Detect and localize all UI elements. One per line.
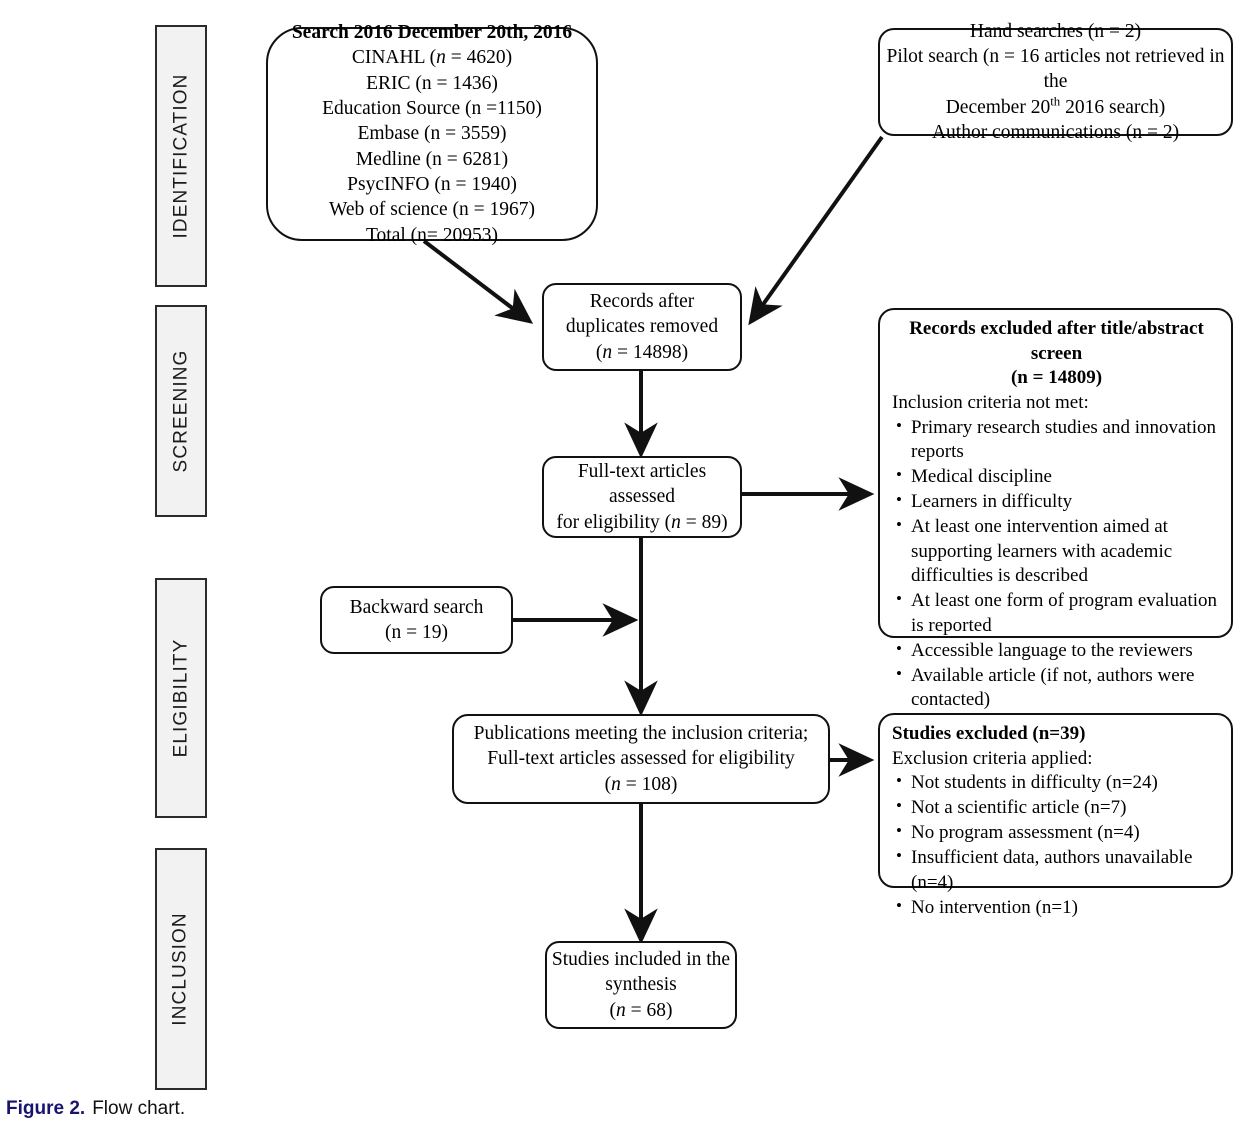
stage-label-inclusion: INCLUSION (170, 912, 191, 1026)
list-item: Learners in difficulty (892, 489, 1221, 515)
node-studies-included: Studies included in the synthesis (n = 6… (545, 941, 737, 1029)
edge-search-to-duplicates (422, 239, 534, 324)
publications-count: (n = 108) (604, 773, 678, 795)
stage-bar-inclusion: INCLUSION (155, 848, 207, 1090)
node-fulltext-assessed: Full-text articles assessed for eligibil… (542, 456, 742, 538)
publications-line-1: Publications meeting the inclusion crite… (473, 722, 809, 744)
search-line-cinahl: CINAHL (n = 4620) (351, 47, 513, 69)
stage-bar-screening: SCREENING (155, 305, 207, 517)
studies-excluded-title: Studies excluded (n=39) (892, 723, 1086, 744)
list-item: At least one form of program evaluation … (892, 588, 1221, 638)
backward-line-1: Backward search (349, 596, 484, 618)
additional-line-hand-searches: Hand searches (n = 2) (969, 20, 1142, 42)
records-excluded-title-2: (n = 14809) (1010, 367, 1103, 389)
node-backward-search: Backward search (n = 19) (320, 586, 513, 654)
list-item: Not a scientific article (n=7) (892, 795, 1221, 821)
studies-excluded-criteria-list: Not students in difficulty (n=24) Not a … (892, 770, 1221, 921)
duplicates-line-2: duplicates removed (565, 316, 719, 338)
included-line-2: synthesis (605, 974, 677, 996)
list-item: No intervention (n=1) (892, 895, 1221, 921)
stage-bar-eligibility: ELIGIBILITY (155, 578, 207, 818)
node-search-strategy: Search 2016 December 20th, 2016 CINAHL (… (266, 22, 598, 246)
backward-line-2: (n = 19) (385, 622, 448, 643)
node-studies-excluded: Studies excluded (n=39) Exclusion criter… (878, 713, 1233, 918)
stage-label-identification: IDENTIFICATION (170, 73, 191, 239)
publications-line-2: Full-text articles assessed for eligibil… (487, 748, 795, 770)
node-records-excluded: Records excluded after title/abstract sc… (878, 308, 1233, 710)
records-excluded-criteria-list: Primary research studies and innovation … (892, 415, 1221, 713)
figure-caption: Figure 2. Flow chart. (6, 1098, 185, 1120)
additional-line-pilot-search: Pilot search (n = 16 articles not retrie… (886, 45, 1225, 93)
search-line-web-of-science: Web of science (n = 1967) (329, 199, 535, 221)
studies-excluded-subtitle: Exclusion criteria applied: (892, 747, 1093, 769)
node-duplicates-removed: Records after duplicates removed (n = 14… (542, 283, 742, 371)
list-item: Accessible language to the reviewers (892, 638, 1221, 664)
list-item: No program assessment (n=4) (892, 820, 1221, 846)
edge-additional-to-duplicates (748, 135, 884, 326)
additional-line-pilot-search-cont: December 20th 2016 search) (945, 94, 1166, 118)
records-excluded-subtitle: Inclusion criteria not met: (892, 392, 1089, 414)
list-item: At least one intervention aimed at suppo… (892, 514, 1221, 589)
search-line-education-source: Education Source (n =1150) (322, 97, 542, 119)
stage-bar-identification: IDENTIFICATION (155, 25, 207, 287)
fulltext-line-1: Full-text articles assessed (577, 460, 707, 508)
records-excluded-title-1: Records excluded after title/abstract sc… (909, 318, 1204, 364)
figure-number: Figure 2. (6, 1098, 86, 1119)
included-count: (n = 68) (609, 999, 673, 1021)
included-line-1: Studies included in the (551, 948, 731, 970)
duplicates-count: (n = 14898) (595, 341, 689, 363)
search-line-total: Total (n= 20953) (365, 224, 499, 246)
node-publications-meeting-criteria: Publications meeting the inclusion crite… (452, 714, 830, 804)
stage-label-screening: SCREENING (170, 349, 191, 473)
list-item: Not students in difficulty (n=24) (892, 770, 1221, 796)
search-line-psycinfo: PsycINFO (n = 1940) (347, 174, 517, 196)
figure-caption-text: Flow chart. (92, 1098, 186, 1119)
list-item: Medical discipline (892, 464, 1221, 490)
list-item: Insufficient data, authors unavailable (… (892, 845, 1221, 895)
list-item: Available article (if not, authors were … (892, 663, 1221, 713)
search-title: Search 2016 December 20th, 2016 (291, 21, 573, 43)
fulltext-line-2: for eligibility (n = 89) (556, 511, 728, 533)
duplicates-line-1: Records after (589, 290, 695, 312)
search-line-embase: Embase (n = 3559) (357, 123, 507, 145)
stage-label-eligibility: ELIGIBILITY (170, 638, 192, 758)
node-additional-sources: Hand searches (n = 2) Pilot search (n = … (878, 21, 1233, 143)
search-line-medline: Medline (n = 6281) (355, 148, 509, 170)
additional-line-author-communications: Author communications (n = 2) (931, 122, 1180, 144)
search-line-eric: ERIC (n = 1436) (366, 72, 498, 94)
list-item: Primary research studies and innovation … (892, 415, 1221, 465)
